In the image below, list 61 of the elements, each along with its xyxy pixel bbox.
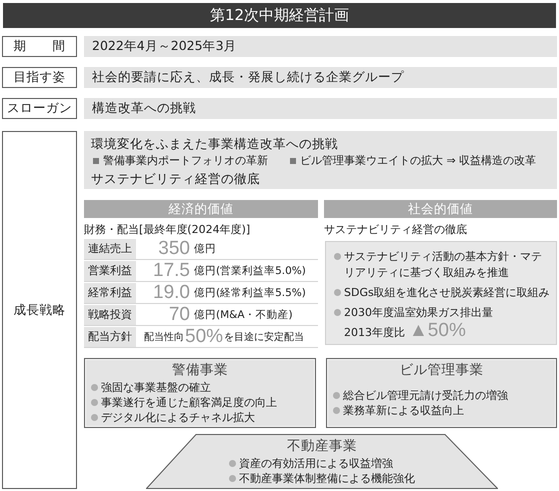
policy-text: を目途に安定配当 <box>224 330 304 344</box>
row-label: 成長戦略 <box>14 302 66 318</box>
box-heading: 不動産事業 <box>287 437 357 456</box>
box-heading: 警備事業 <box>171 361 229 380</box>
row-header-cell: 連結売上 <box>84 238 136 258</box>
unit-text: 億円 <box>194 242 216 256</box>
strategy-heading: サステナビリティ経営の徹底 <box>91 171 260 186</box>
section-header-bar <box>84 200 318 218</box>
unit-text: 億円(営業利益率5.0%) <box>194 264 306 278</box>
band-text: 2022年4月～2025年3月 <box>92 38 237 55</box>
title-banner: 第12次中期経営計画 <box>3 3 556 28</box>
section-header-bar <box>324 200 557 218</box>
bullet-text: 不動産事業体制整備による機能強化 <box>239 471 415 486</box>
metric-value: 19.0 <box>153 282 190 303</box>
metric-value: 70 <box>168 304 190 325</box>
policy-text: 配当性向 <box>144 330 184 344</box>
content-band <box>84 67 557 88</box>
bullet-text: SDGs取組を進化させ脱炭素経営に取組み <box>344 285 550 301</box>
row-header-cell: 経常利益 <box>84 282 136 302</box>
metric-value: 17.5 <box>153 260 190 281</box>
section-header: 社会的価値 <box>408 200 473 218</box>
row-header-cell: 配当方針 <box>84 326 136 346</box>
bullet-text: 資産の有効活用による収益増強 <box>239 456 393 471</box>
content-band <box>84 98 557 119</box>
unit-text: 億円(経常利益率5.5%) <box>194 286 306 300</box>
row-label-box <box>2 67 77 88</box>
bullet-text: 業務革新による収益向上 <box>343 403 464 418</box>
bullet-text: 2013年度比 <box>344 325 405 341</box>
band-text: 社会的要請に応え、成長・発展し続ける企業グループ <box>92 69 404 86</box>
band-text: 構造改革への挑戦 <box>92 100 196 117</box>
row-label-box <box>2 98 77 119</box>
bullet-text: ビル管理事業ウエイトの拡大 ⇒ 収益構造の改革 <box>300 153 536 169</box>
bullet-text: サステナビリティ活動の基本方針・マテリアリティに基づく取組みを推進 <box>344 249 543 281</box>
bullet-text: 強固な事業基盤の確立 <box>101 380 211 395</box>
bullet-text: 2030年度温室効果ガス排出量 <box>344 305 493 321</box>
reduction-value: ▲50% <box>409 321 466 340</box>
metric-value: 350 <box>158 238 190 259</box>
bullet-text: 事業遂行を通じた顧客満足度の向上 <box>101 395 277 410</box>
strategy-band <box>84 131 557 189</box>
row-label: スローガン <box>7 100 72 117</box>
bullet-text: 警備事業内ポートフォリオの革新 <box>103 153 268 169</box>
row-label-box <box>2 131 77 489</box>
content-band <box>84 36 557 57</box>
section-header: 経済的価値 <box>168 200 234 218</box>
row-label: 期間 <box>14 38 66 55</box>
unit-text: 億円(M&A・不動産) <box>194 308 293 322</box>
subheading: サステナビリティ経営の徹底 <box>324 222 467 237</box>
business-box <box>326 358 557 428</box>
row-header-cell: 営業利益 <box>84 260 136 280</box>
strategy-heading: 環境変化をふまえた事業構造改革への挑戦 <box>91 136 338 151</box>
bullet-panel <box>325 241 557 345</box>
subheading: 財務・配当[最終年度(2024年度)] <box>84 222 250 237</box>
business-box <box>84 358 316 428</box>
row-label: 目指す姿 <box>14 69 66 86</box>
bullet-text: 総合ビル管理元請け受託力の増強 <box>343 388 508 403</box>
row-header-cell: 戦略投資 <box>84 304 136 324</box>
metric-value: 50% <box>185 327 224 346</box>
trapezoid-box <box>146 434 498 489</box>
bullet-text: デジタル化によるチャネル拡大 <box>101 410 255 425</box>
box-heading: ビル管理事業 <box>398 361 484 380</box>
row-label-box <box>2 36 77 57</box>
